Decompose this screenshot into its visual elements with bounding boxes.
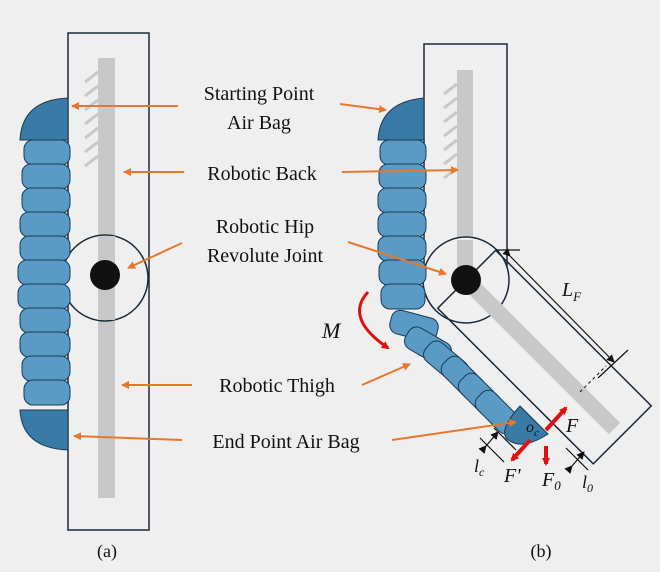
panel-b <box>358 43 653 474</box>
force-arrows <box>510 406 568 466</box>
panel-a-start-airbag <box>19 97 69 141</box>
panel-b-start-airbag <box>377 97 425 141</box>
lf-dimension <box>496 248 629 379</box>
symbol-length: LF <box>561 279 582 304</box>
caption-b: (b) <box>531 541 552 562</box>
panel-a-airbag-segments <box>17 139 71 406</box>
label-starting-point-line2: Air Bag <box>227 112 291 134</box>
panel-b-hatch <box>443 82 458 180</box>
symbol-moment: M <box>321 318 342 343</box>
panel-a-hatch <box>84 70 99 168</box>
symbol-lc: lc <box>474 456 485 479</box>
panel-b-back-rail <box>457 70 473 276</box>
offset-markers <box>478 427 589 474</box>
label-starting-point-line1: Starting Point <box>204 83 315 105</box>
symbol-center: oc <box>526 419 539 439</box>
panel-b-hip-pivot <box>451 265 481 295</box>
panel-a <box>17 32 150 531</box>
symbol-force: F <box>565 415 579 437</box>
panel-b-end-airbag <box>504 405 549 445</box>
caption-a: (a) <box>97 541 117 562</box>
label-robotic-hip-line2: Revolute Joint <box>207 245 324 267</box>
panel-b-airbag-segments-upper <box>377 139 427 310</box>
panel-a-hip-pivot <box>90 260 120 290</box>
annotation-arrows <box>71 102 517 441</box>
symbol-force-zero: F0 <box>541 469 561 493</box>
panel-b-airbag-segments-lower <box>389 309 520 435</box>
label-robotic-hip-line1: Robotic Hip <box>216 216 314 238</box>
label-end-point-air-bag: End Point Air Bag <box>212 431 359 453</box>
label-robotic-back: Robotic Back <box>207 163 316 185</box>
symbol-force-prime: F' <box>503 465 521 487</box>
panel-a-end-airbag <box>19 409 69 451</box>
symbol-l0: l0 <box>582 472 593 495</box>
moment-arrow <box>358 290 390 350</box>
label-robotic-thigh: Robotic Thigh <box>219 375 335 397</box>
